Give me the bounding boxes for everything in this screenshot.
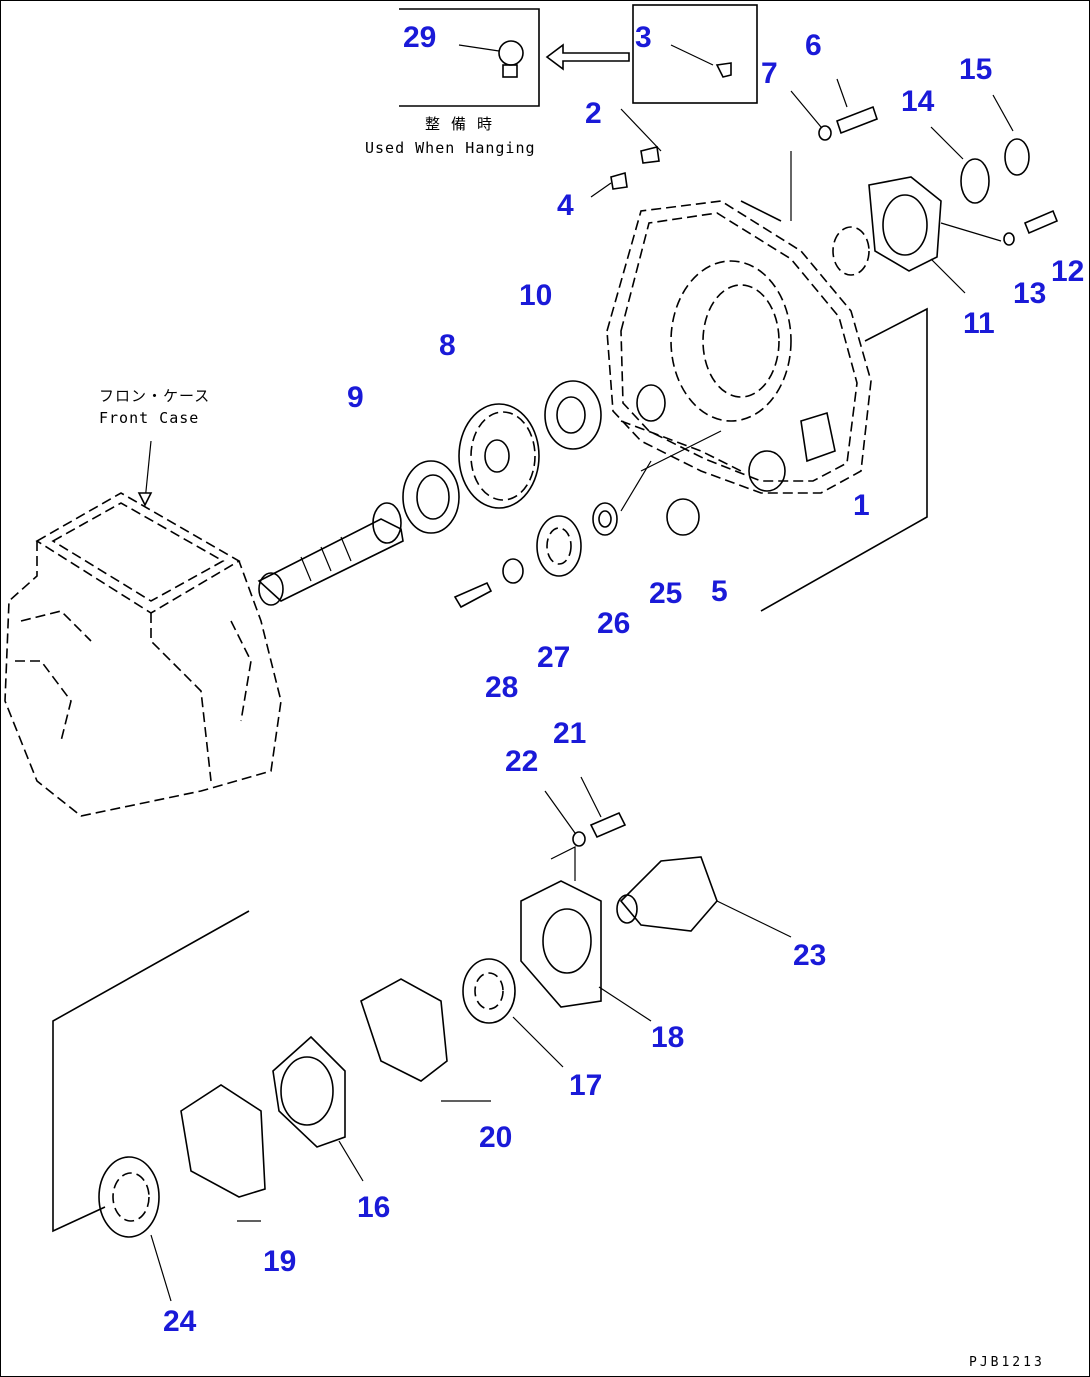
callout-2: 2	[585, 97, 602, 130]
small-parts-drawing	[453, 460, 700, 609]
callout-15: 15	[959, 53, 993, 86]
callout-25: 25	[649, 577, 683, 610]
seal-group-bracket	[640, 430, 722, 472]
callout-17: 17	[569, 1069, 603, 1102]
callout-27: 27	[537, 641, 571, 674]
lower-assembly-drawing	[98, 776, 792, 1302]
callout-14: 14	[901, 85, 935, 118]
bearing-10-drawing	[544, 380, 602, 450]
callout-1: 1	[853, 489, 870, 522]
inset-eyebolt-box	[399, 8, 540, 107]
callout-7: 7	[761, 57, 778, 90]
callout-21: 21	[553, 717, 587, 750]
callout-8: 8	[439, 329, 456, 362]
inset-caption-en: Used When Hanging	[365, 139, 536, 157]
front-case-drawing	[4, 440, 282, 817]
cover-and-seal-drawing	[832, 94, 1059, 294]
callout-16: 16	[357, 1191, 391, 1224]
inset-arrow	[545, 43, 630, 71]
front-case-label-jp: フロン・ケース	[99, 387, 211, 405]
lower-group-bracket	[52, 910, 250, 1233]
callout-20: 20	[479, 1121, 513, 1154]
callout-28: 28	[485, 671, 519, 704]
inset-caption-jp: 整 備 時	[425, 115, 494, 133]
front-case-label-en: Front Case	[99, 409, 200, 427]
callout-4: 4	[557, 189, 574, 222]
callout-26: 26	[597, 607, 631, 640]
callout-11: 11	[963, 307, 995, 340]
housing-1-drawing	[606, 200, 872, 494]
callout-22: 22	[505, 745, 539, 778]
gear-8-drawing	[458, 403, 540, 509]
plug-and-bolt-drawing	[590, 78, 878, 221]
callout-18: 18	[651, 1021, 685, 1054]
callout-3: 3	[635, 21, 652, 54]
callout-5: 5	[711, 575, 728, 608]
callout-13: 13	[1013, 277, 1047, 310]
callout-29: 29	[403, 21, 437, 54]
callout-9: 9	[347, 381, 364, 414]
bearing-9-drawing	[402, 460, 460, 534]
callout-10: 10	[519, 279, 553, 312]
callout-23: 23	[793, 939, 827, 972]
housing-group-bracket	[760, 307, 928, 612]
input-shaft-drawing	[257, 502, 404, 606]
callout-6: 6	[805, 29, 822, 62]
inset-plug-box	[632, 4, 758, 104]
callout-19: 19	[263, 1245, 297, 1278]
drawing-code: PJB1213	[969, 1355, 1045, 1370]
callout-24: 24	[163, 1305, 197, 1338]
callout-12: 12	[1051, 255, 1085, 288]
